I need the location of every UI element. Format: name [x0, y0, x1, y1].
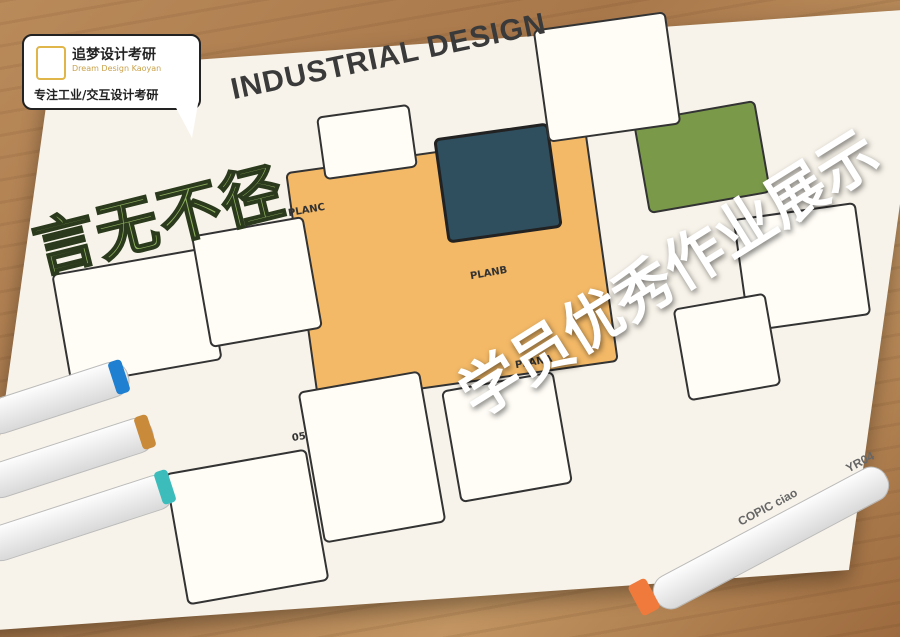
- logo-english-name: Dream Design Kaoyan: [72, 64, 162, 73]
- usage-scene-panel: [672, 292, 782, 402]
- logo-icon: [36, 46, 66, 80]
- solution-cards-panel: [164, 448, 330, 606]
- logo-speech-bubble: 追梦设计考研 Dream Design Kaoyan 专注工业/交互设计考研: [22, 34, 201, 138]
- map-app-screen-sketch: [532, 11, 682, 143]
- logo-subtitle: 专注工业/交互设计考研: [34, 88, 159, 102]
- device-sketch-screen: [433, 122, 563, 244]
- text-notes-panel: [297, 370, 447, 544]
- logo-name: 追梦设计考研: [72, 47, 156, 63]
- phone-ui-sketch: [316, 103, 418, 181]
